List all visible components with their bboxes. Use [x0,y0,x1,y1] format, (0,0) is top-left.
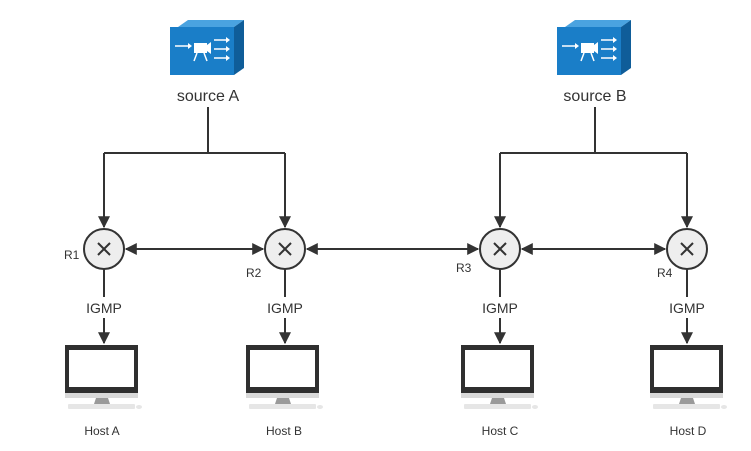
router-icon [264,228,306,270]
router-r2-label: R2 [246,266,262,280]
source-a-node: source A [170,20,244,105]
router-r1-label: R1 [64,248,80,262]
router-r4-label: R4 [657,266,673,280]
monitor-icon [461,345,538,409]
igmp-link-r3-host-c: IGMP [482,269,518,345]
igmp-link-r4-host-d: IGMP [669,269,705,345]
igmp-label: IGMP [267,300,303,316]
host-c-label: Host C [482,424,519,438]
router-r2: R2 [246,228,306,280]
monitor-icon [246,345,323,409]
host-b-label: Host B [266,424,302,438]
router-r3-label: R3 [456,261,472,275]
router-r3: R3 [456,228,521,275]
host-a-label: Host A [84,424,119,438]
router-icon [666,228,708,270]
igmp-link-r1-host-a: IGMP [86,269,122,345]
monitor-icon [650,345,727,409]
host-b: Host B [246,345,323,438]
source-b-distribution-lines [494,107,693,229]
host-d-label: Host D [670,424,707,438]
host-c: Host C [461,345,538,438]
router-r4: R4 [657,228,708,280]
igmp-label: IGMP [669,300,705,316]
video-source-icon [170,20,244,75]
source-a-distribution-lines [98,107,291,229]
host-a: Host A [65,345,142,438]
router-r1: R1 [64,228,125,270]
router-icon [83,228,125,270]
source-a-label: source A [177,88,240,105]
router-icon [479,228,521,270]
igmp-label: IGMP [86,300,122,316]
monitor-icon [65,345,142,409]
igmp-label: IGMP [482,300,518,316]
igmp-link-r2-host-b: IGMP [267,269,303,345]
video-source-icon [557,20,631,75]
source-b-node: source B [557,20,631,105]
source-b-label: source B [563,88,626,105]
host-d: Host D [650,345,727,438]
